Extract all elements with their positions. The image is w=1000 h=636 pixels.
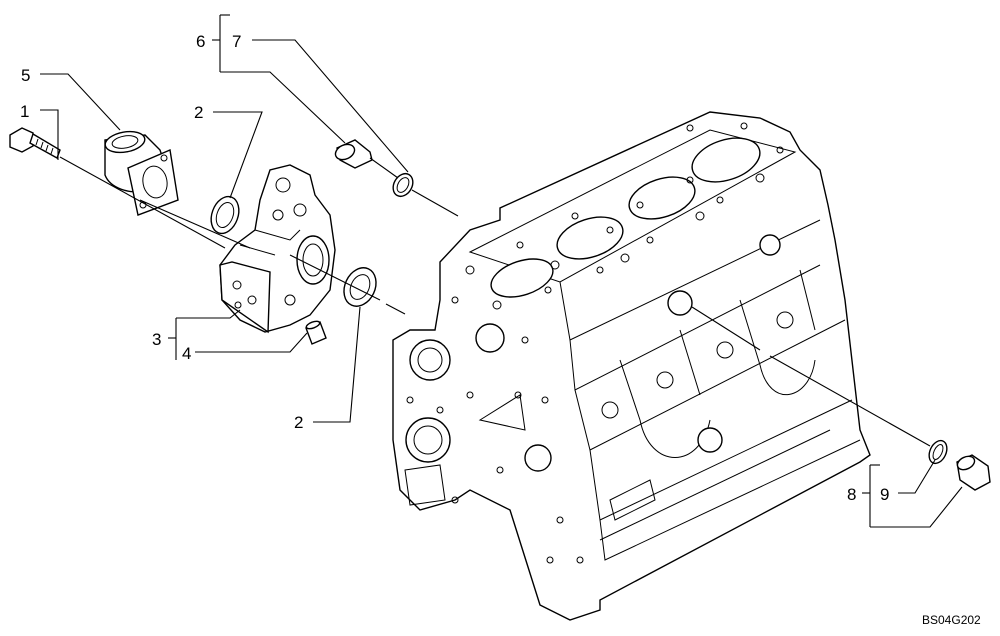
callout-3: 3 [152,330,161,349]
drawing-reference: BS04G202 [922,613,981,627]
front-bore-lower [524,444,552,472]
seal-ring-part-7 [392,172,414,198]
callout-9: 9 [880,485,889,504]
cylinder-bore-3 [628,176,696,220]
seal-ring-part-9 [928,439,948,465]
o-ring-part-2-lower [343,267,377,307]
callout-5: 5 [21,66,30,85]
callout-labels: 1 5 2 2 3 4 6 7 8 9 [20,32,889,504]
cylinder-bore-2 [556,216,624,260]
callout-8: 8 [847,485,856,504]
engine-block [392,111,871,621]
callout-4: 4 [182,344,191,363]
dowel-pin-part-4 [305,320,327,345]
thermostat-housing-part-3 [219,164,336,334]
side-port [667,290,693,316]
cylinder-bore-4 [691,137,761,183]
o-ring-part-2-upper [210,195,240,235]
plug-part-7 [334,139,373,169]
leader-lines [40,14,963,528]
callout-2-lower: 2 [294,413,303,432]
callout-1: 1 [20,102,29,121]
callout-7: 7 [232,32,241,51]
front-bore-crank [405,417,451,463]
front-bore-water [409,339,451,381]
front-bore-upper [475,323,505,353]
callout-2-upper: 2 [194,103,203,122]
plug-part-9 [956,454,991,491]
callout-6: 6 [196,32,205,51]
front-face-bolt-holes [406,296,584,564]
alignment-lines [59,156,931,447]
water-outlet-elbow-part-5 [104,130,179,216]
deck-holes [465,122,784,310]
bolt-part-1 [9,127,61,160]
